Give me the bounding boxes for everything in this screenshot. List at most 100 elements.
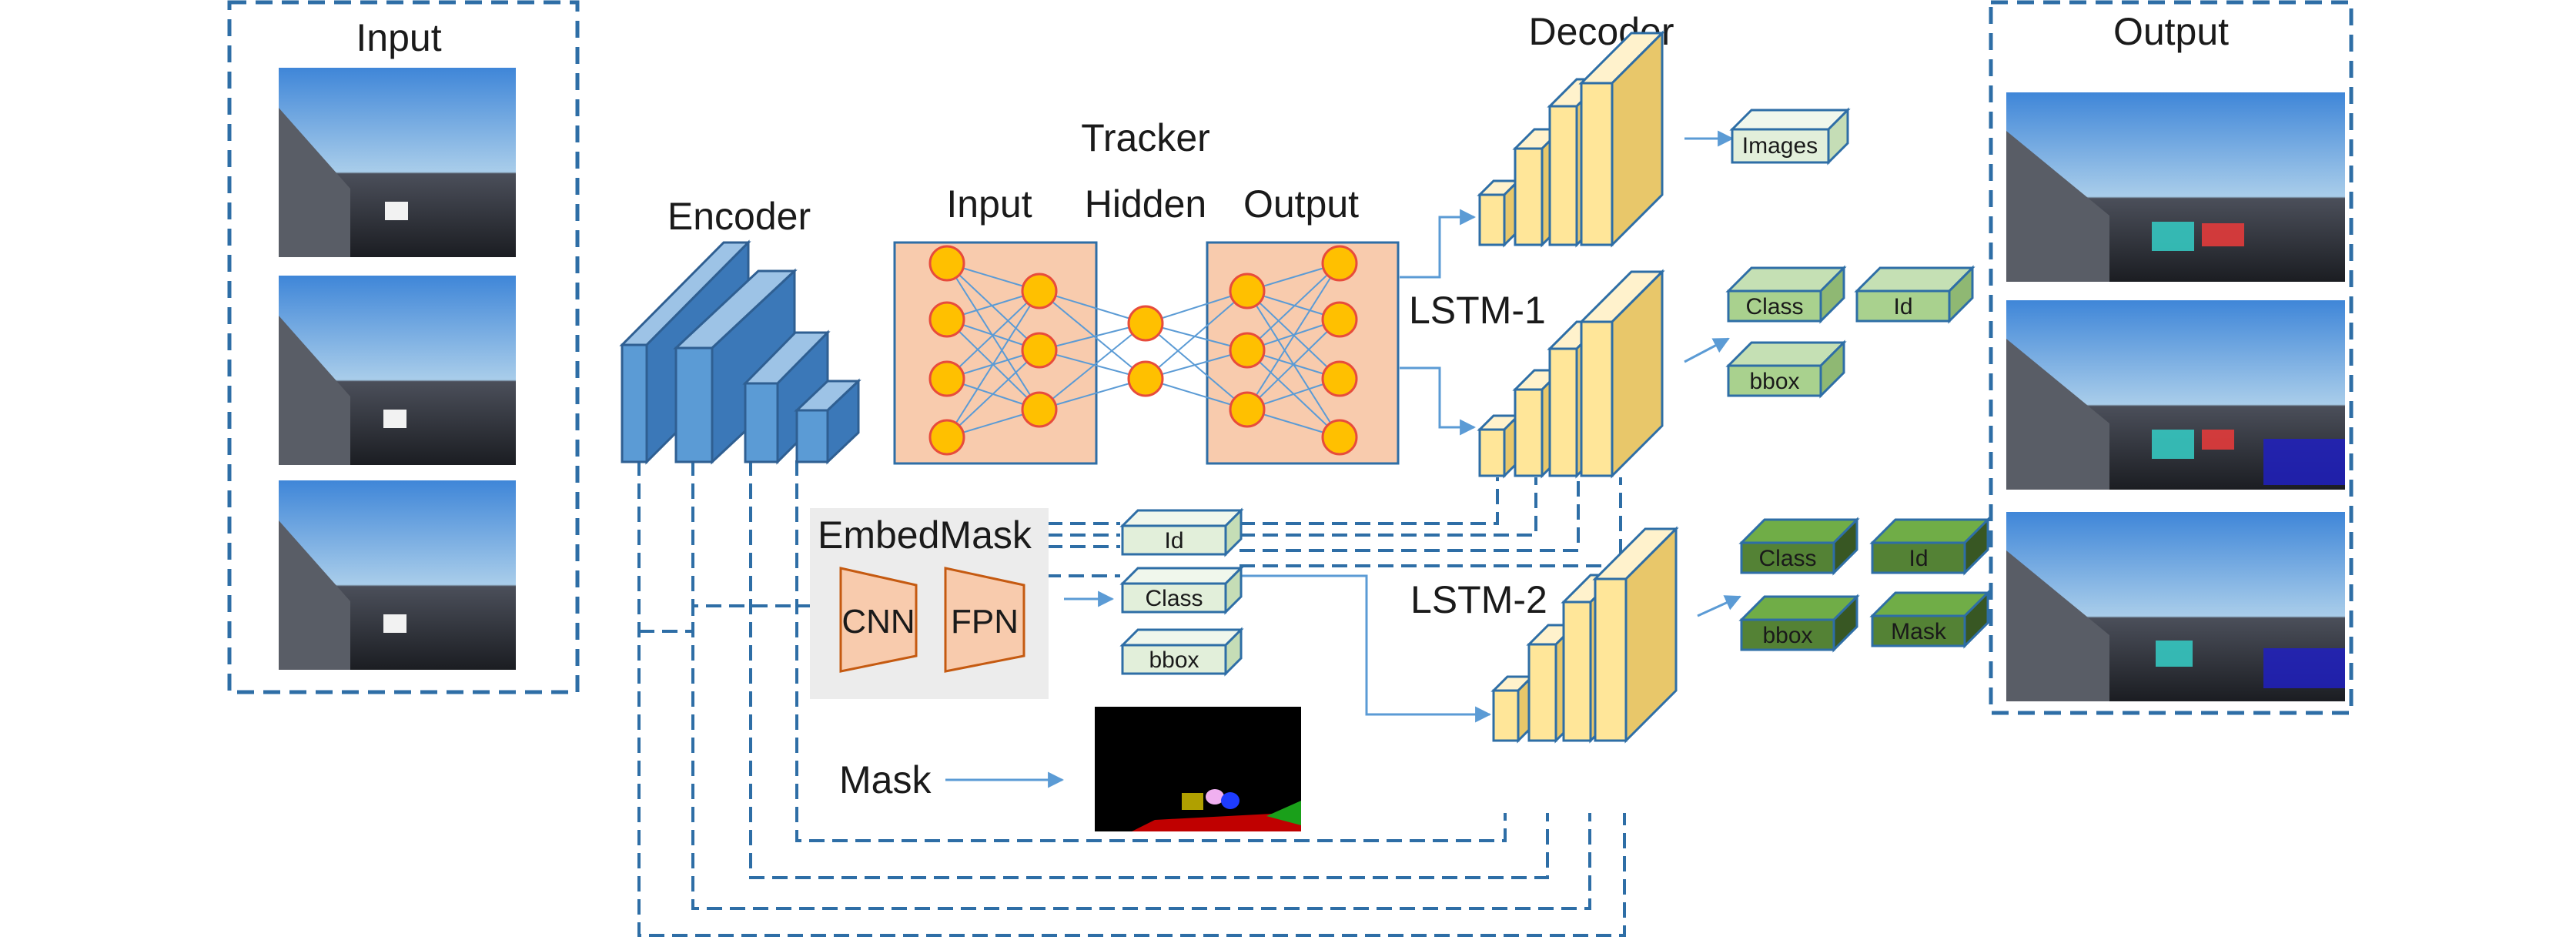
network-edge [1246,319,1340,410]
network-edge [946,263,1040,351]
network-edge [1246,263,1340,351]
tracker-input-label: Input [946,182,1032,226]
lstm2-mask-label: Mask [1891,619,1947,644]
network-edge [1039,290,1146,380]
lstm2-bbox-label: bbox [1762,623,1812,648]
arrow-to-decoder [1400,209,1477,279]
tracker-output-label: Output [1243,182,1359,226]
input-frame-3 [279,480,516,670]
encoder-label: Encoder [667,195,811,238]
output-frame-1 [2006,92,2345,282]
network-edge [1039,290,1146,324]
layer-block [1490,674,1535,744]
cnn-block [839,567,918,673]
dashed-line-11 [1239,477,1580,552]
neuron [928,419,965,456]
images-box: Images [1729,107,1851,166]
embedmask-class-box: Class [1119,565,1244,615]
neuron [1321,301,1358,338]
embedmask-id-box: Id [1119,507,1244,557]
lstm2-stack [1490,526,1679,744]
embedmask-class-label: Class [1145,586,1203,611]
neuron [1321,245,1358,282]
lstm2-mask-box: Mask [1869,590,1991,649]
lstm1-id-label: Id [1893,294,1912,319]
arrow-to-lstm2 [1236,574,1492,723]
lstm1-label: LSTM-1 [1409,289,1546,332]
neuron [1321,419,1358,456]
neuron [1127,305,1164,342]
dashed-line-3 [749,460,1549,879]
network-edge [946,290,1040,380]
neuron [928,301,965,338]
encoder-block-4 [794,378,861,465]
tracker-input-box [893,241,1098,465]
lstm2: LSTM-2 Class Id bbox Mask [1410,517,1991,744]
mask-section: Mask [839,707,1301,831]
encoder-block-3 [742,330,831,465]
tracker: Tracker Input Hidden Output [893,116,1400,465]
decoder: Decoder Images [1477,10,1851,248]
layer-block [1578,30,1665,248]
output-panel-border [1989,0,2354,715]
network-neurons [928,245,1358,456]
mask-image [1095,707,1301,831]
lstm2-class-label: Class [1758,546,1816,571]
embedmask-id-label: Id [1164,528,1183,554]
fpn-label: FPN [951,603,1019,641]
network-edge [1039,323,1146,351]
lstm2-id-box: Id [1869,517,1991,576]
embedmask-title: EmbedMask [818,513,1032,557]
layer-block [1477,413,1521,479]
encoder-block-2 [673,268,798,465]
decoder-stack [1477,30,1665,248]
layer-block [1477,178,1521,248]
tracker-hidden-label: Hidden [1085,182,1206,226]
dashed-line-2 [691,460,1591,910]
mask-label: Mask [839,758,932,801]
neuron [1229,391,1266,428]
layer-block [1592,526,1679,744]
input-panel-border [227,0,580,694]
neuron [1021,332,1058,369]
arrow-lstm1-to-outputs [1684,337,1730,363]
arrow-lstm2-to-outputs [1697,595,1741,617]
dashed-line-9 [1239,477,1499,525]
input-frame-2 [279,276,516,465]
lstm1-id-box: Id [1854,265,1975,324]
output-panel: Output [1989,0,2354,715]
lstm1-class-label: Class [1745,294,1803,319]
lstm2-id-label: Id [1909,546,1928,571]
layer-block [1578,269,1665,479]
dashed-line-4 [795,460,1507,842]
dashed-line-10 [1239,477,1537,537]
embedmask-bbox-label: bbox [1149,647,1199,673]
neuron [1321,360,1358,397]
neuron [1127,360,1164,397]
network-edge [1039,323,1146,410]
output-frame-2 [2006,300,2345,490]
cnn-label: CNN [841,603,915,641]
tracker-title: Tracker [1081,116,1210,159]
network-edge [946,263,1040,410]
network-edge [1145,290,1248,380]
dashed-line-1 [637,460,1626,937]
lstm1-stack [1477,269,1665,479]
input-panel: Input [227,0,580,694]
input-panel-title: Input [356,16,441,59]
neuron [1021,273,1058,309]
dashed-line-12 [1239,477,1622,567]
network-edge [946,350,1040,438]
lstm1: LSTM-1 Class Id bbox [1409,265,1975,479]
lstm1-bbox-box: bbox [1725,340,1847,399]
input-frame-1 [279,68,516,257]
network-edge [1039,350,1146,380]
network-edge [1246,263,1340,410]
network-edge [1039,378,1146,410]
images-box-label: Images [1742,133,1818,159]
lstm2-label: LSTM-2 [1410,578,1547,621]
encoder: Encoder [619,195,861,465]
neuron [928,360,965,397]
